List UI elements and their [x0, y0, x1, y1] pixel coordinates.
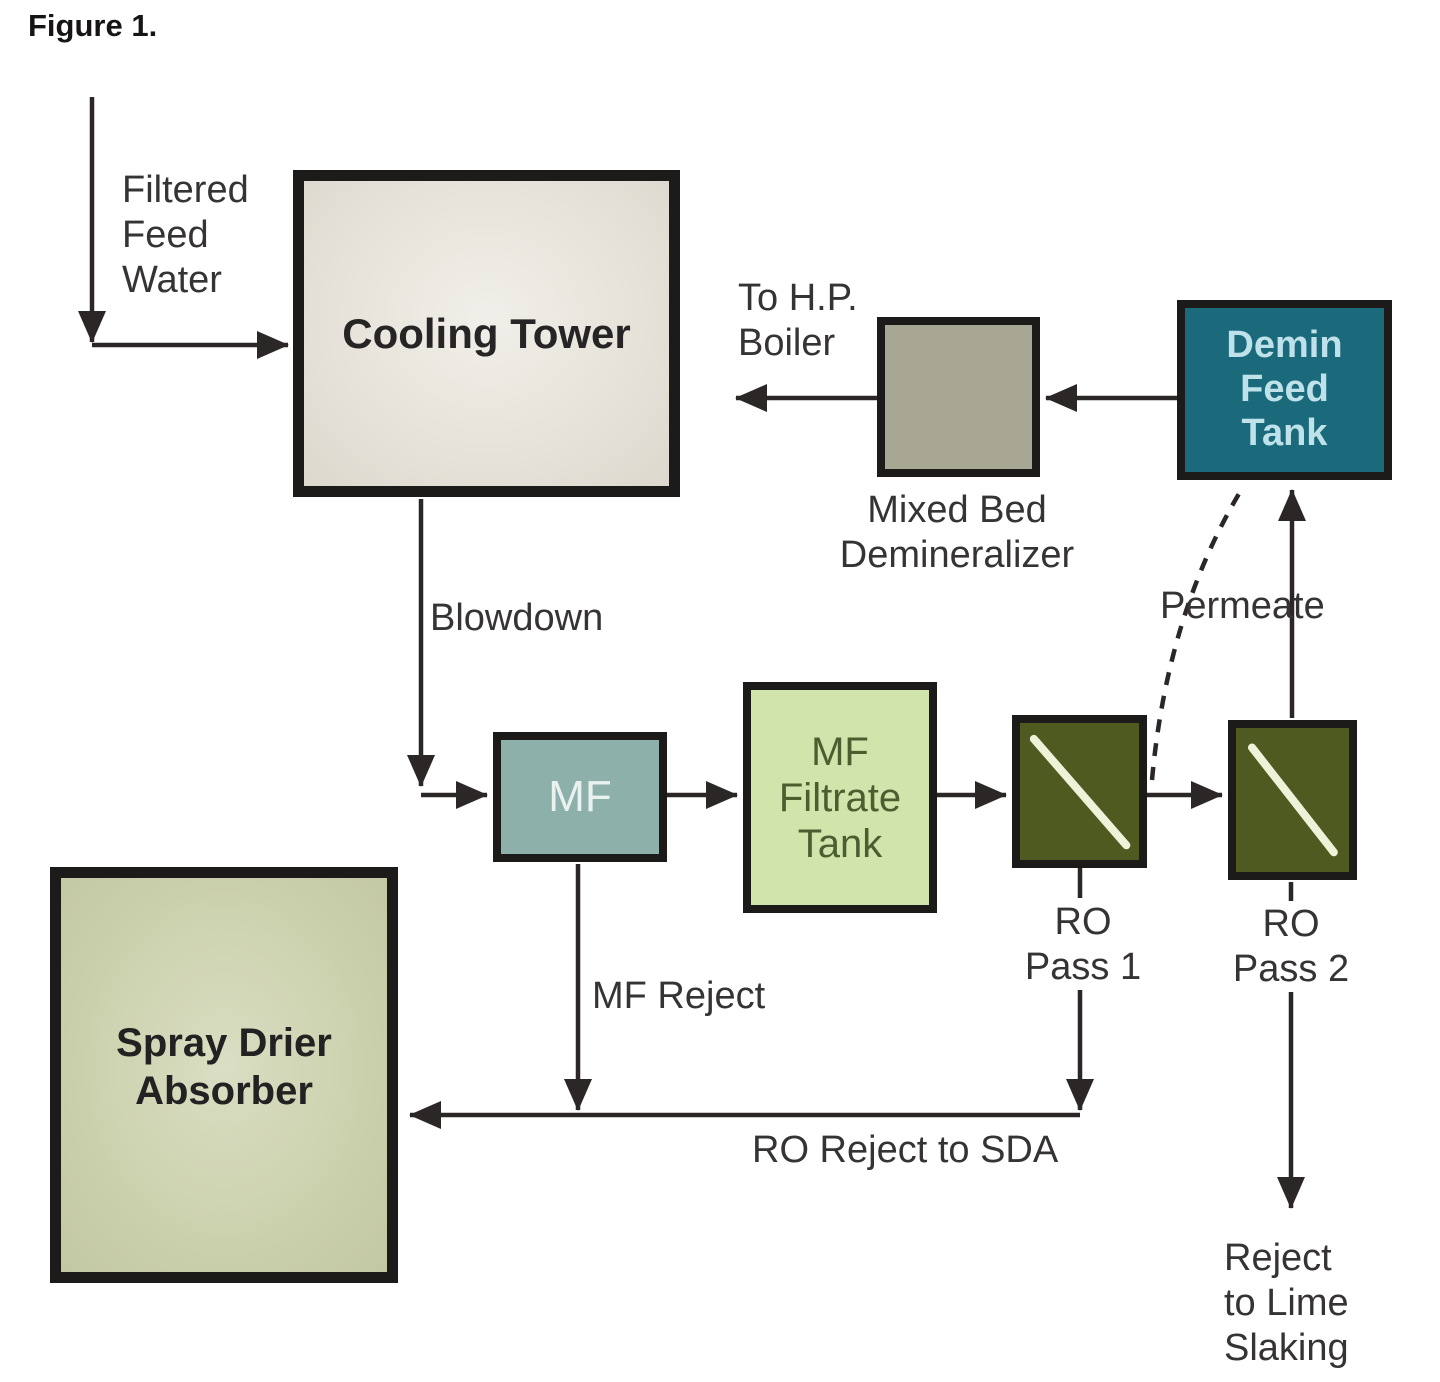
dashed-permeate-line — [1149, 490, 1242, 781]
demin-feed-tank-label: Demin Feed Tank — [1226, 324, 1343, 454]
to-hp-boiler-label: To H.P. Boiler — [738, 277, 858, 364]
ro-membrane-diagonal-stripe — [1027, 732, 1132, 851]
ro-pass-1-label: RO Pass 1 — [1024, 901, 1142, 988]
mf-label: MF — [548, 772, 612, 822]
spray-drier-absorber-label: Spray Drier Absorber — [116, 1021, 332, 1113]
ro-membrane-diagonal-stripe — [1245, 741, 1340, 859]
ro-reject-to-sda-label: RO Reject to SDA — [752, 1129, 1059, 1171]
mf-filtrate-tank-label: MF Filtrate Tank — [778, 729, 902, 866]
mf-filtrate-tank-box: MF Filtrate Tank — [743, 682, 937, 913]
blowdown-label: Blowdown — [430, 597, 604, 639]
mixed-bed-demineralizer-label: Mixed Bed Demineralizer — [839, 489, 1075, 576]
permeate-label: Permeate — [1160, 585, 1325, 627]
mf-box: MF — [493, 732, 667, 862]
figure-title: Figure 1. — [28, 8, 158, 43]
demin-feed-tank-box: Demin Feed Tank — [1177, 300, 1392, 480]
mixed-bed-demineralizer-box — [877, 317, 1040, 477]
reject-to-lime-slaking-label: Reject to Lime Slaking — [1224, 1237, 1349, 1369]
cooling-tower-box: Cooling Tower — [293, 170, 680, 497]
ro-pass-1-membrane-box — [1012, 715, 1147, 868]
ro-pass-2-label: RO Pass 2 — [1232, 903, 1350, 990]
cooling-tower-label: Cooling Tower — [342, 309, 631, 357]
spray-drier-absorber-box: Spray Drier Absorber — [50, 867, 398, 1283]
mf-reject-label: MF Reject — [592, 975, 766, 1017]
ro-pass-2-membrane-box — [1228, 720, 1357, 880]
filtered-feed-water-label: Filtered Feed Water — [122, 169, 249, 301]
connector-group — [78, 97, 1306, 1209]
